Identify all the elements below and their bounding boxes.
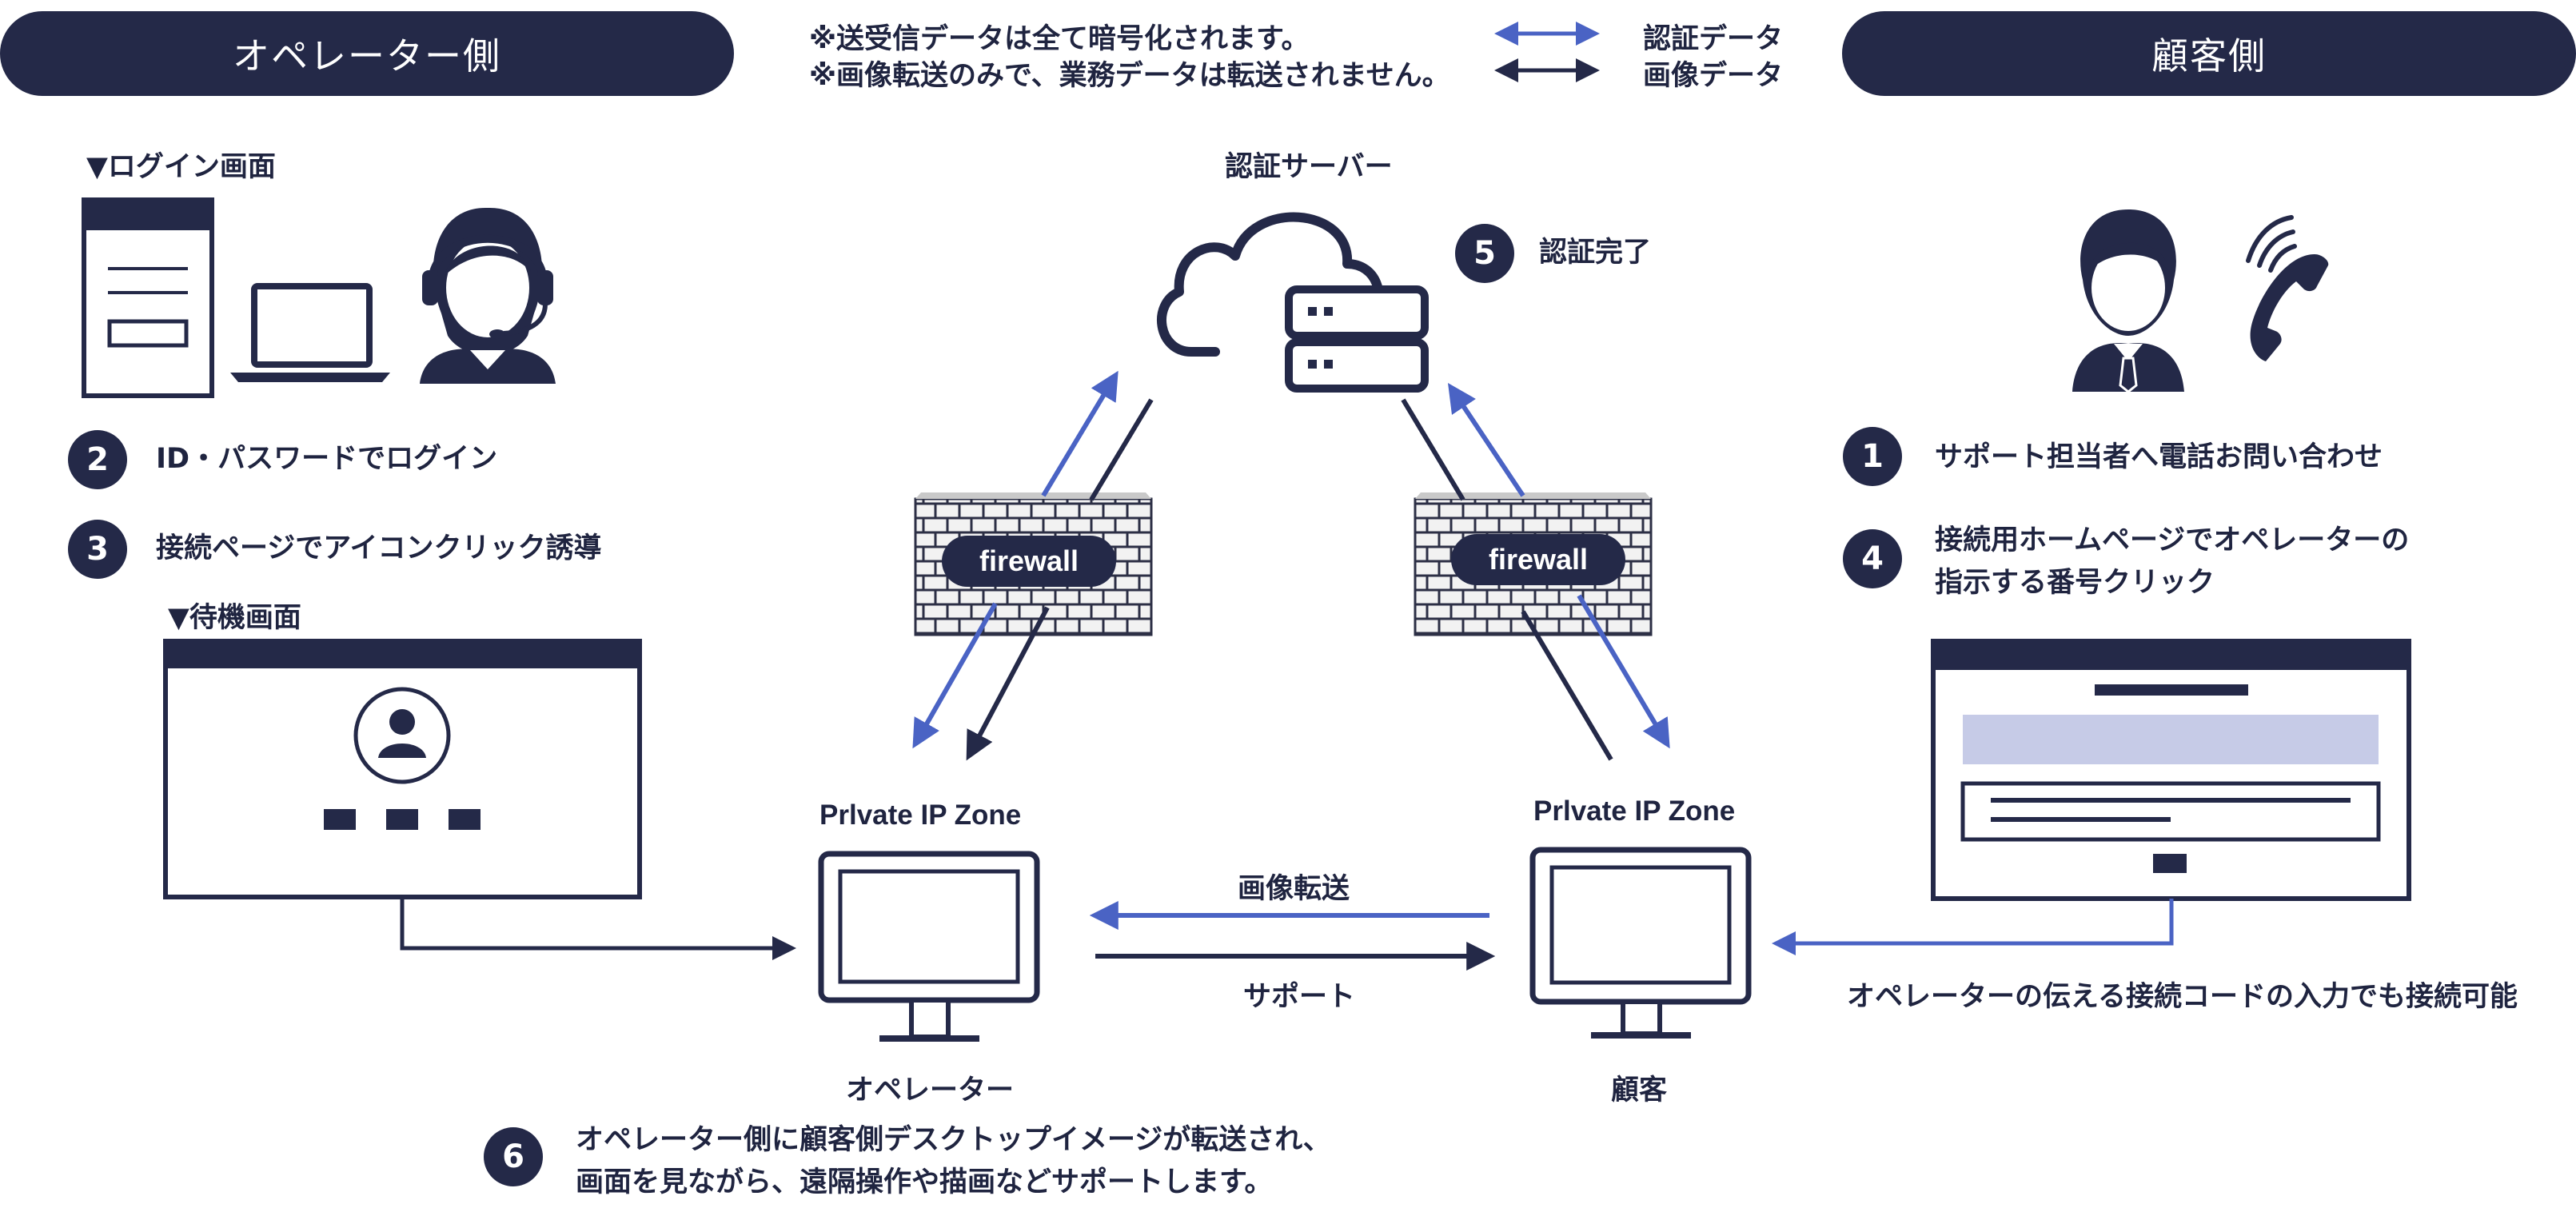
customer-monitor-icon	[1529, 847, 1752, 1039]
connection-webpage-icon	[1931, 639, 2411, 901]
customer-side-title: 顧客側	[2151, 34, 2267, 78]
step-1-badge: 1	[1843, 427, 1902, 486]
step-6-line2: 画面を見ながら、遠隔操作や描画などサポートします。	[576, 1166, 1273, 1198]
step-6-line1: オペレーター側に顧客側デスクトップイメージが転送され、	[576, 1124, 1331, 1156]
step-1-text: サポート担当者へ電話お問い合わせ	[1935, 441, 2383, 473]
customer-label: 顧客	[1611, 1074, 1668, 1106]
login-screen-icon	[82, 197, 214, 398]
operator-side-header: オペレーター側	[0, 11, 734, 96]
right-image-line-upper	[1401, 398, 1465, 501]
auth-server-label: 認証サーバー	[1225, 151, 1393, 183]
left-firewall-label: firewall	[942, 536, 1116, 587]
left-auth-down-arrow	[912, 602, 998, 749]
left-firewall-text: firewall	[979, 544, 1079, 577]
left-auth-up-arrow	[1041, 370, 1119, 497]
legend-image-label: 画像データ	[1643, 60, 1784, 92]
step-6-badge: 6	[484, 1127, 543, 1186]
waiting-screen-icon	[163, 639, 642, 899]
webpage-to-customer-arrow	[1772, 899, 2174, 955]
step-4-line1: 接続用ホームページでオペレーターの	[1935, 524, 2410, 556]
note-image-only: ※画像転送のみで、業務データは転送されません。	[809, 60, 1450, 92]
step-5-badge: 5	[1455, 224, 1514, 283]
phone-icon	[2246, 215, 2329, 361]
right-firewall-text: firewall	[1488, 543, 1589, 576]
customer-zone-label: Prlvate IP Zone	[1533, 795, 1736, 827]
right-image-line-lower	[1521, 610, 1613, 761]
image-transfer-label: 画像転送	[1238, 873, 1350, 905]
step-2-text: ID・パスワードでログイン	[156, 443, 498, 475]
login-screen-label: ▼ログイン画面	[86, 151, 276, 183]
left-image-down-line	[1089, 398, 1154, 501]
step-4-text: 接続用ホームページでオペレーターの 指示する番号クリック	[1935, 520, 2409, 604]
waiting-to-operator-arrow	[400, 897, 796, 960]
left-image-down-arrow	[966, 606, 1050, 761]
step-2-badge: 2	[68, 430, 127, 489]
step-6-text: オペレーター側に顧客側デスクトップイメージが転送され、 画面を見ながら、遠隔操作…	[576, 1119, 1331, 1203]
customer-person-icon	[2072, 209, 2184, 393]
laptop-icon	[230, 283, 390, 382]
step-4-line2: 指示する番号クリック	[1935, 566, 2215, 599]
right-firewall-label: firewall	[1451, 534, 1625, 585]
operator-zone-label: Prlvate IP Zone	[819, 799, 1022, 831]
legend-auth-label: 認証データ	[1643, 23, 1784, 55]
right-auth-up-arrow	[1448, 383, 1525, 497]
operator-side-title: オペレーター側	[233, 34, 501, 78]
operator-headset-icon	[420, 207, 556, 384]
step-5-text: 認証完了	[1539, 237, 1652, 269]
auth-server-icon	[1157, 212, 1429, 393]
operator-monitor-icon	[818, 851, 1040, 1042]
operator-label: オペレーター	[846, 1074, 1015, 1106]
customer-side-header: 顧客側	[1842, 11, 2576, 96]
step-4-badge: 4	[1843, 529, 1902, 588]
step-3-text: 接続ページでアイコンクリック誘導	[156, 532, 602, 564]
waiting-screen-label: ▼待機画面	[168, 602, 301, 634]
right-auth-down-arrow	[1577, 594, 1670, 749]
step-3-badge: 3	[68, 520, 127, 579]
note-encryption: ※送受信データは全て暗号化されます。	[809, 23, 1310, 55]
connect-code-note: オペレーターの伝える接続コードの入力でも接続可能	[1847, 981, 2518, 1013]
support-label: サポート	[1243, 981, 1356, 1013]
